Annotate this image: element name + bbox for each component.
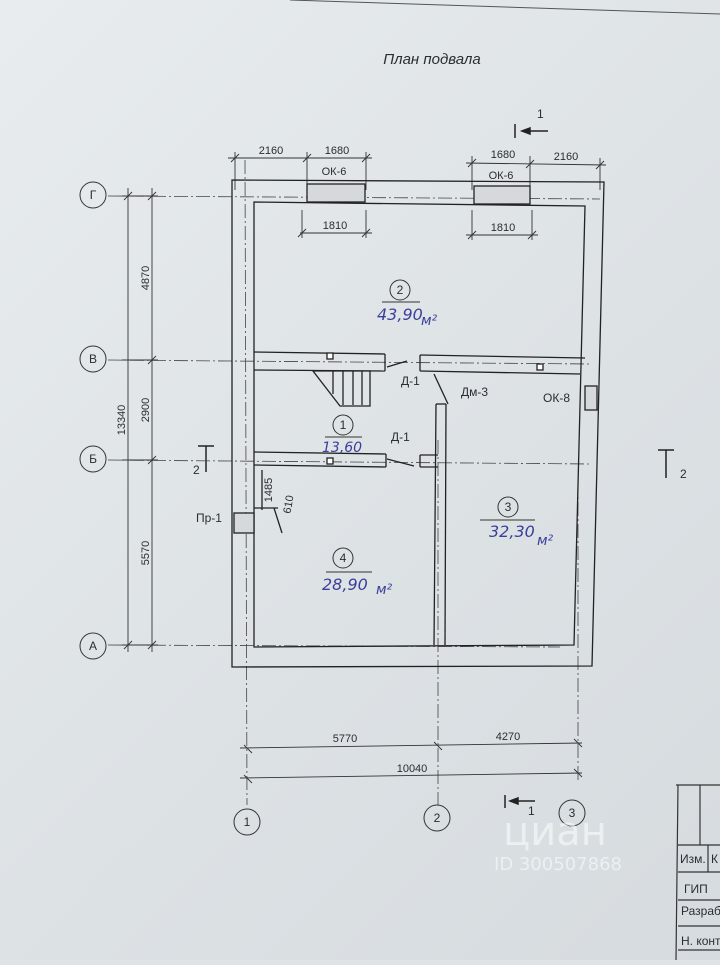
room-3-area: 32,30: [489, 522, 535, 541]
dim-stub-h: 1485: [263, 478, 275, 502]
watermark-brand: циан: [503, 809, 607, 855]
plan-title: План подвала: [383, 51, 480, 68]
section-mark-2-right-label: 2: [680, 467, 687, 481]
label-ok6-right: ОК-6: [489, 170, 514, 182]
axis-label-g: Г: [90, 188, 97, 202]
axis-lines: [107, 159, 601, 806]
axis-label-3: 3: [569, 806, 576, 820]
stamp-n-kont: Н. конт: [681, 934, 720, 948]
axis-label-1: 1: [244, 815, 251, 829]
dim-bottom-left: 5770: [333, 733, 357, 745]
dim-top-left-window: 1680: [325, 145, 349, 157]
title-block: [675, 784, 720, 961]
label-d1-bottom: Д-1: [391, 430, 410, 444]
stamp-izm: Изм.: [680, 852, 706, 866]
bottom-dimension-lines: [239, 738, 583, 784]
stamp-razrab: Разраб: [681, 904, 720, 918]
axis-label-2: 2: [434, 811, 441, 825]
section-mark-1-top: [514, 124, 548, 138]
room-4: 4 28,90 м²: [322, 547, 393, 598]
section-mark-2-left: [198, 445, 214, 472]
label-d1-top: Д-1: [401, 374, 420, 388]
label-ok8: ОК-8: [543, 391, 570, 405]
room-1-number: 1: [340, 418, 347, 432]
sheet-border-line: [289, 0, 720, 15]
room-3-number: 3: [505, 500, 512, 514]
vertical-dimension-lines: [122, 188, 158, 652]
section-mark-1-bottom-label: 1: [528, 804, 535, 818]
section-mark-2-left-label: 2: [193, 463, 200, 477]
dim-vertical-b-a: 5570: [140, 541, 152, 565]
label-pr1: Пр-1: [196, 511, 222, 525]
dim-window-inner-right: 1810: [491, 222, 515, 234]
axis-label-a: А: [89, 639, 97, 653]
top-dimension-lines: [228, 152, 607, 240]
watermark-id: ID 300507868: [494, 854, 622, 875]
room-4-unit: м²: [376, 582, 393, 598]
section-mark-2-right: [658, 449, 674, 478]
room-4-number: 4: [340, 551, 347, 565]
axis-bubbles: [79, 181, 586, 836]
dim-top-left: 2160: [259, 145, 283, 157]
axis-label-b: Б: [89, 452, 97, 466]
dim-vertical-overall: 13340: [116, 405, 128, 436]
dim-window-inner-left: 1810: [323, 220, 347, 232]
dim-top-right: 2160: [554, 151, 578, 163]
room-2: 2 43,90 м²: [377, 279, 438, 329]
dim-vertical-g-v: 4870: [140, 266, 152, 290]
dim-stub-w: 610: [282, 494, 297, 514]
stamp-gip: ГИП: [684, 882, 708, 896]
dim-vertical-v-b: 2900: [140, 398, 152, 422]
dim-top-right-window: 1680: [491, 149, 515, 161]
dim-bottom-right: 4270: [496, 731, 520, 743]
room-3: 3 32,30 м²: [480, 496, 554, 549]
section-mark-1-top-label: 1: [537, 107, 544, 121]
room-2-number: 2: [397, 283, 404, 297]
walls: [231, 179, 605, 668]
room-1-area: 13,60: [322, 440, 362, 456]
section-mark-1-bottom: [504, 795, 535, 808]
axis-label-v: В: [89, 352, 97, 366]
watermark: циан ID 300507868: [494, 809, 622, 875]
room-4-area: 28,90: [322, 575, 368, 594]
label-dm3: Дм-3: [461, 385, 488, 399]
room-3-unit: м²: [537, 533, 554, 549]
dim-bottom-overall: 10040: [397, 763, 428, 775]
label-ok6-left: ОК-6: [322, 166, 347, 178]
room-2-unit: м²: [421, 313, 438, 329]
room-1: 1 13,60: [322, 414, 362, 456]
stamp-k: К: [711, 852, 718, 866]
room-2-area: 43,90: [377, 305, 423, 324]
